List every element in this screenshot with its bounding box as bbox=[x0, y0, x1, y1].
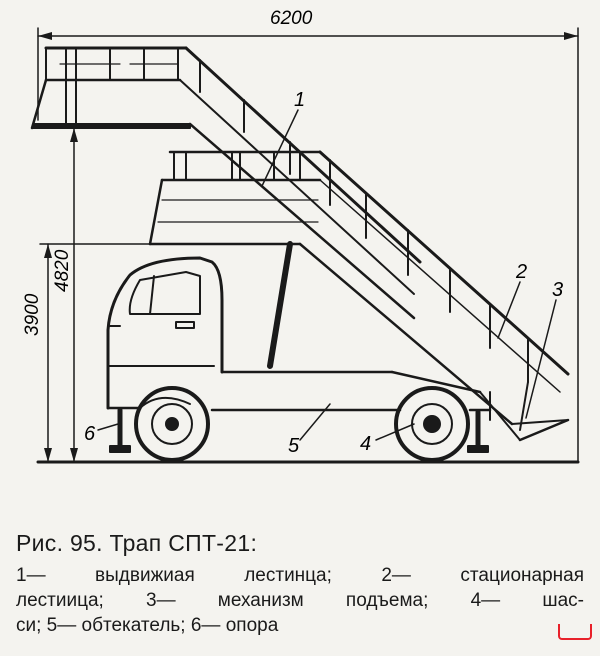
front-support bbox=[109, 407, 131, 453]
caption-line-1: 1— выдвижиая лестинца; 2— стационарная bbox=[16, 565, 584, 586]
trap-drawing: 6200 4820 3900 1 2 3 4 5 6 bbox=[22, 8, 580, 464]
rear-wheel bbox=[394, 386, 470, 462]
truck-cab bbox=[106, 256, 224, 410]
rear-support bbox=[467, 409, 489, 453]
dim-text-3900: 3900 bbox=[22, 293, 43, 336]
dimension-platform-height bbox=[39, 127, 191, 463]
upper-platform bbox=[30, 46, 191, 130]
dimension-ladder-height bbox=[39, 243, 151, 463]
front-wheel bbox=[134, 386, 210, 462]
callout-leaders bbox=[97, 109, 557, 441]
callout-4: 4 bbox=[360, 433, 371, 455]
caption-line-2: лестиица; 3— механизм подъема; 4— шас- bbox=[16, 590, 584, 611]
callout-2: 2 bbox=[515, 261, 527, 283]
figure-caption: Рис. 95. Трап СПТ-21: 1— выдвижиая лести… bbox=[16, 530, 584, 638]
extendable-ladder bbox=[179, 46, 422, 320]
callout-3: 3 bbox=[552, 279, 563, 301]
chassis bbox=[106, 370, 492, 421]
corner-mark-icon bbox=[558, 624, 592, 640]
callout-5: 5 bbox=[288, 435, 300, 457]
caption-title: Рис. 95. Трап СПТ-21: bbox=[16, 530, 258, 556]
dim-text-6200: 6200 bbox=[270, 8, 313, 29]
lifting-mechanism bbox=[267, 241, 529, 431]
dim-text-4820: 4820 bbox=[52, 249, 73, 292]
caption-line-3: си; 5— обтекатель; 6— опора bbox=[16, 615, 279, 636]
callout-1: 1 bbox=[294, 89, 305, 111]
lower-platform bbox=[148, 150, 322, 246]
callout-6: 6 bbox=[84, 423, 96, 445]
stationary-ladder bbox=[298, 150, 570, 442]
dimension-overall-length bbox=[37, 27, 579, 463]
